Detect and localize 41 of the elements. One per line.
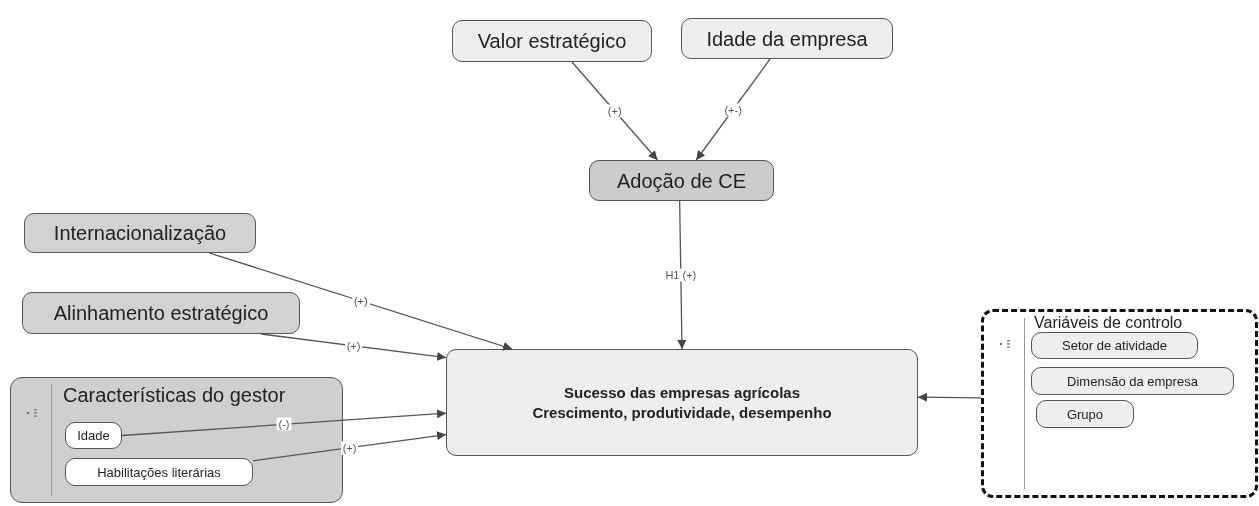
arrow xyxy=(571,61,659,161)
concept-box xyxy=(681,18,893,59)
concept-label: Dimensão da empresa xyxy=(1067,372,1198,390)
concept-label: Internacionalização xyxy=(53,221,227,245)
arrow xyxy=(208,252,513,351)
concept-label: Valor estratégico xyxy=(477,29,627,53)
arrow xyxy=(121,409,447,437)
concept-box xyxy=(65,422,122,449)
concept-box xyxy=(589,160,774,201)
concept-label: Idade da empresa xyxy=(706,26,868,51)
concept-label: Grupo xyxy=(1066,405,1104,423)
concept-box xyxy=(24,213,256,253)
concept-box xyxy=(1031,332,1198,359)
edge-label: (+) xyxy=(351,294,370,308)
concept-label: Alinhamento estratégico xyxy=(53,301,269,325)
concept-label: Adoção de CE xyxy=(617,168,746,193)
edge-label: (+) xyxy=(605,104,624,118)
concept-box xyxy=(65,458,253,486)
group-panel xyxy=(981,309,1258,498)
concept-label: Setor de atividade xyxy=(1062,337,1167,354)
edge-label: (-) xyxy=(276,417,292,431)
concept-label: Habilitações literárias xyxy=(97,463,221,481)
concept-box xyxy=(452,20,652,62)
group-title: Variáveis de controlo xyxy=(1034,313,1183,333)
concept-box xyxy=(1036,400,1134,428)
arrow xyxy=(252,431,447,462)
concept-box xyxy=(22,292,300,334)
edge-label: (+-) xyxy=(722,103,744,116)
edge-label: H1 (+) xyxy=(663,268,699,282)
arrow xyxy=(917,392,982,402)
group-title: Características do gestor xyxy=(63,383,286,408)
box-label: Sucesso das empresas agrícolas xyxy=(564,382,800,403)
arrow xyxy=(260,333,447,361)
edge-label: (+) xyxy=(344,339,363,353)
group-panel xyxy=(10,377,343,503)
outcome-box xyxy=(446,349,918,456)
arrow xyxy=(695,58,771,161)
arrow xyxy=(677,200,687,350)
box-label: Crescimento, produtividade, desempenho xyxy=(532,402,832,423)
concept-box xyxy=(1031,367,1234,395)
concept-label: Idade xyxy=(77,427,110,444)
